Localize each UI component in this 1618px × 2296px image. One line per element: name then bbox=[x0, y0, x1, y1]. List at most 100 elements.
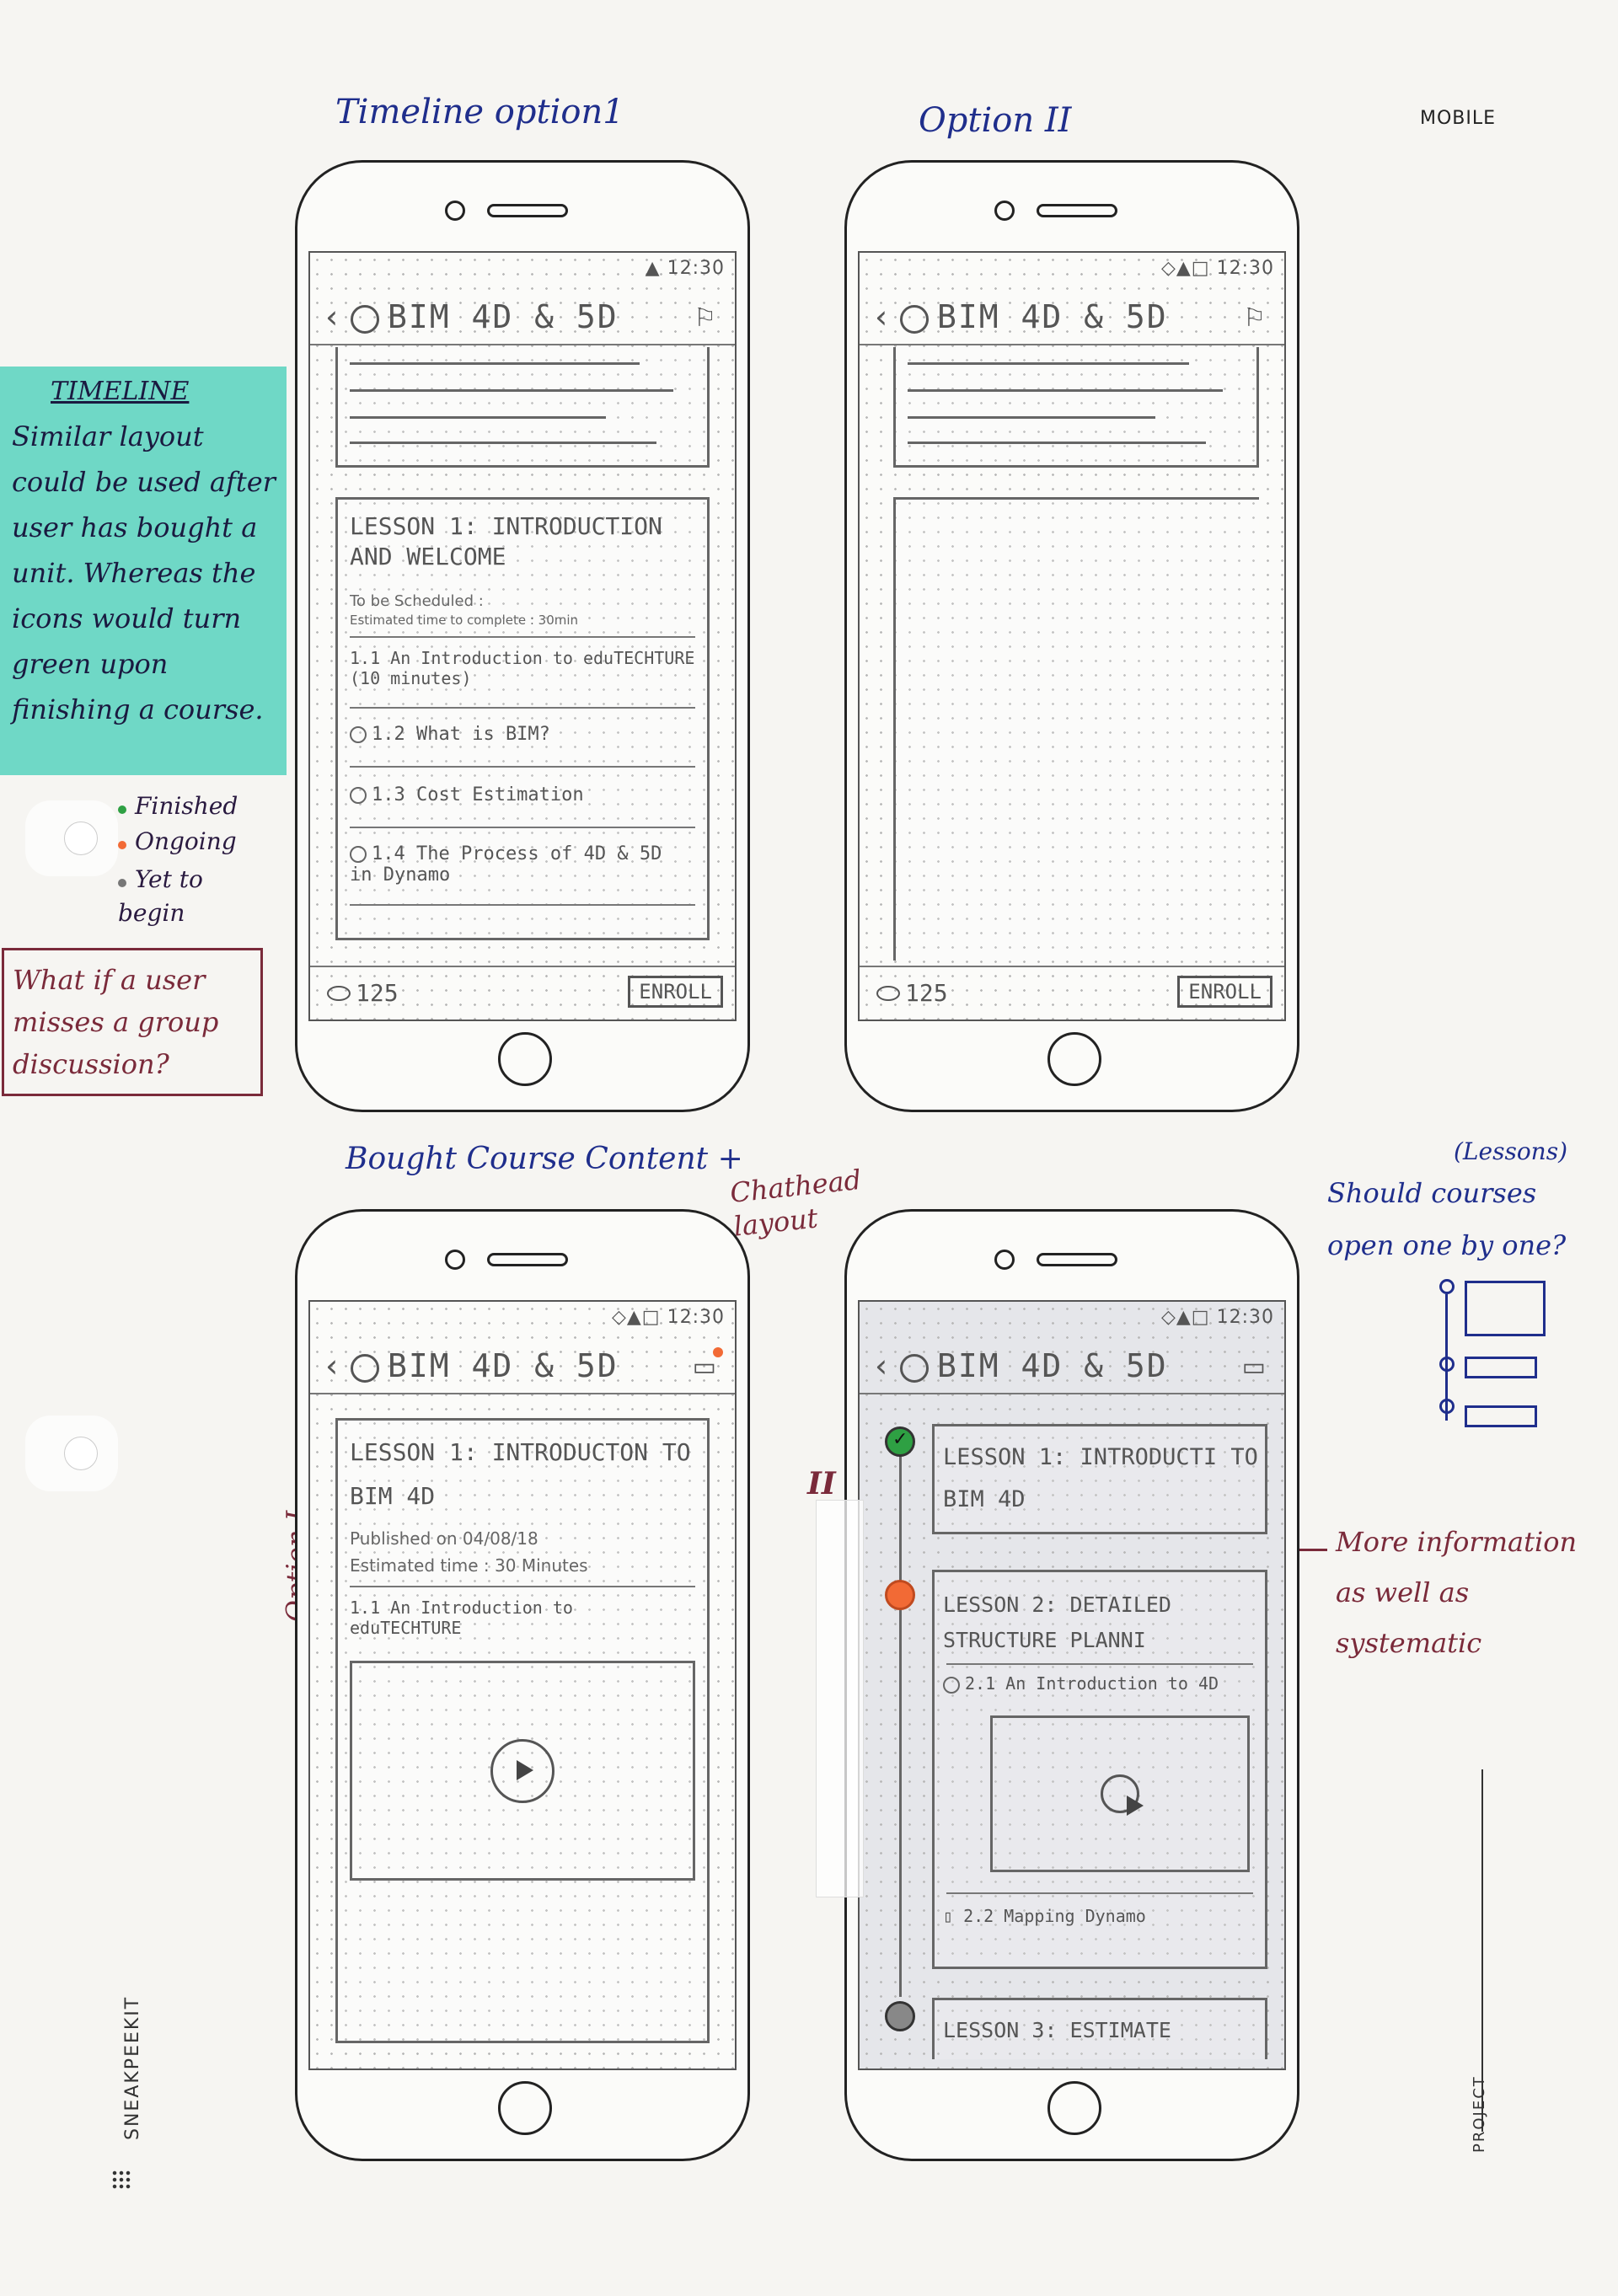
timeline-line bbox=[899, 1441, 902, 1997]
app-title: BIM 4D & 5D bbox=[388, 298, 619, 335]
home-button[interactable] bbox=[1047, 1032, 1101, 1086]
camera-icon bbox=[994, 201, 1015, 221]
text-line-placeholder bbox=[908, 389, 1223, 392]
play-icon bbox=[350, 726, 367, 743]
play-icon[interactable] bbox=[490, 1738, 555, 1803]
note-lessons-bracket: (Lessons) bbox=[1454, 1137, 1568, 1165]
phone-option-2: ◇▲□ 12:30 ‹ BIM 4D & 5D ⚐ 125 ENROLL bbox=[844, 160, 1299, 1112]
timeline-dot-finished: ✓ bbox=[885, 1426, 915, 1457]
status-bar: ◇▲□ 12:30 bbox=[1161, 1307, 1274, 1328]
lesson-item[interactable]: 2.1 An Introduction to 4D bbox=[943, 1673, 1253, 1694]
check-icon: ✓ bbox=[892, 1429, 908, 1450]
legend-label-ongoing: Ongoing bbox=[135, 827, 237, 855]
enroll-button[interactable]: ENROLL bbox=[628, 976, 723, 1008]
speaker-icon bbox=[487, 204, 568, 217]
dots-icon bbox=[111, 2170, 131, 2190]
status-bar: ▲ 12:30 bbox=[646, 258, 725, 279]
chat-icon[interactable]: ▭ bbox=[692, 1352, 716, 1382]
enroll-button[interactable]: ENROLL bbox=[1177, 976, 1272, 1008]
lesson-item-label: 1.3 Cost Estimation bbox=[372, 784, 584, 805]
mini-timeline-sketch bbox=[1433, 1272, 1551, 1441]
lesson-card[interactable]: LESSON 1: INTRODUCTON TO BIM 4D Publishe… bbox=[335, 1418, 710, 2043]
home-button[interactable] bbox=[498, 2081, 552, 2135]
brand-sneakpeekit: SNEAKPEEKIT bbox=[122, 1996, 143, 2140]
price: 125 bbox=[327, 979, 399, 1007]
lesson-item[interactable]: 1.3 Cost Estimation bbox=[350, 784, 695, 805]
lesson-card-3[interactable]: LESSON 3: ESTIMATE bbox=[932, 1998, 1267, 2059]
mini-card bbox=[1465, 1281, 1546, 1336]
note-group-discussion: What if a user misses a group discussion… bbox=[2, 948, 263, 1096]
play-icon bbox=[943, 1676, 960, 1694]
phone-screen: ◇▲□ 12:30 ‹ BIM 4D & 5D ▭ ✓ LESSON 1: IN… bbox=[858, 1300, 1286, 2070]
lesson-published: Published on 04/08/18 bbox=[350, 1528, 538, 1549]
project-divider bbox=[1481, 1769, 1483, 2132]
chat-icon[interactable]: ▭ bbox=[1241, 1352, 1266, 1382]
legend-dot-finished bbox=[118, 805, 126, 814]
heading-bought-course: Bought Course Content + bbox=[346, 1142, 743, 1176]
tape-strip bbox=[816, 1500, 864, 1897]
back-icon[interactable]: ‹ bbox=[325, 298, 339, 335]
camera-icon bbox=[445, 1250, 465, 1270]
video-player[interactable] bbox=[990, 1715, 1250, 1872]
status-time: 12:30 bbox=[667, 258, 725, 279]
coin-icon bbox=[327, 986, 351, 1001]
lesson-item-label: 1.2 What is BIM? bbox=[372, 724, 550, 745]
back-icon[interactable]: ‹ bbox=[875, 298, 888, 335]
mini-dot bbox=[1439, 1357, 1455, 1372]
lesson-card-2[interactable]: LESSON 2: DETAILED STRUCTURE PLANNI 2.1 … bbox=[932, 1570, 1267, 1969]
phone-chathead-layout-option-2: ◇▲□ 12:30 ‹ BIM 4D & 5D ▭ ✓ LESSON 1: IN… bbox=[844, 1209, 1299, 2161]
sticky-note: TIMELINE Similar layout could be used af… bbox=[0, 367, 287, 775]
text-line-placeholder bbox=[350, 416, 606, 419]
app-bar: ‹ BIM 4D & 5D ▭ bbox=[310, 1342, 735, 1394]
back-icon[interactable]: ‹ bbox=[325, 1347, 339, 1384]
play-icon[interactable] bbox=[1101, 1774, 1144, 1816]
bookmark-icon[interactable]: ⚐ bbox=[694, 303, 716, 333]
divider bbox=[350, 904, 695, 906]
mini-card bbox=[1465, 1405, 1537, 1427]
description-card bbox=[893, 347, 1259, 468]
description-card bbox=[335, 347, 710, 468]
legend-label-yet: Yet to begin bbox=[118, 865, 203, 927]
app-title: BIM 4D & 5D bbox=[937, 1347, 1168, 1384]
video-player[interactable] bbox=[350, 1661, 695, 1881]
empty-content-area bbox=[893, 497, 1259, 961]
signal-icon: ▲ bbox=[645, 258, 667, 279]
legend-item-ongoing: Ongoing bbox=[118, 827, 237, 855]
lesson-title: LESSON 1: INTRODUCTI TO BIM 4D bbox=[943, 1444, 1258, 1512]
signal-icon: ◇▲□ bbox=[1160, 258, 1217, 279]
signal-icon: ◇▲□ bbox=[611, 1307, 667, 1328]
bookmark-icon[interactable]: ⚐ bbox=[1243, 303, 1266, 333]
home-button[interactable] bbox=[1047, 2081, 1101, 2135]
notification-dot bbox=[713, 1347, 723, 1357]
lesson-item[interactable]: ▯ 2.2 Mapping Dynamo bbox=[943, 1906, 1253, 1926]
divider bbox=[946, 1892, 1253, 1894]
phone-timeline-option-1: ▲ 12:30 ‹ BIM 4D & 5D ⚐ LESSON 1: INTROD… bbox=[295, 160, 750, 1112]
lesson-scheduled: To be Scheduled : bbox=[350, 592, 484, 610]
app-bar: ‹ BIM 4D & 5D ▭ bbox=[860, 1342, 1284, 1394]
speaker-icon bbox=[1037, 1253, 1117, 1266]
speaker-icon bbox=[487, 1253, 568, 1266]
lesson-item[interactable]: 1.1 An Introduction to eduTECHTURE bbox=[350, 1598, 619, 1638]
status-time: 12:30 bbox=[1216, 258, 1274, 279]
divider bbox=[946, 1663, 1253, 1665]
lesson-card[interactable]: LESSON 1: INTRODUCTION AND WELCOME To be… bbox=[335, 497, 710, 940]
legend-dot-ongoing bbox=[118, 841, 126, 849]
play-icon bbox=[350, 787, 367, 804]
lesson-item-label: 2.1 An Introduction to 4D bbox=[965, 1673, 1219, 1694]
phone-bought-course-option-1: ◇▲□ 12:30 ‹ BIM 4D & 5D ▭ LESSON 1: INTR… bbox=[295, 1209, 750, 2161]
lesson-card-1[interactable]: LESSON 1: INTRODUCTI TO BIM 4D bbox=[932, 1424, 1267, 1534]
divider bbox=[350, 636, 695, 638]
lesson-item[interactable]: 1.2 What is BIM? bbox=[350, 724, 695, 745]
logo-icon bbox=[900, 1354, 929, 1383]
lesson-item[interactable]: 1.4 The Process of 4D & 5D in Dynamo bbox=[350, 843, 695, 886]
lesson-item-label: 1.1 An Introduction to eduTECHTURE bbox=[350, 1598, 573, 1638]
logo-icon bbox=[351, 305, 379, 334]
mini-dot bbox=[1439, 1399, 1455, 1414]
mini-dot bbox=[1439, 1279, 1455, 1294]
text-line-placeholder bbox=[350, 362, 640, 365]
play-icon bbox=[350, 846, 367, 863]
home-button[interactable] bbox=[498, 1032, 552, 1086]
lesson-item[interactable]: 1.1 An Introduction to eduTECHTURE (10 m… bbox=[350, 648, 695, 688]
back-icon[interactable]: ‹ bbox=[875, 1347, 888, 1384]
signal-icon: ◇▲□ bbox=[1160, 1307, 1217, 1328]
